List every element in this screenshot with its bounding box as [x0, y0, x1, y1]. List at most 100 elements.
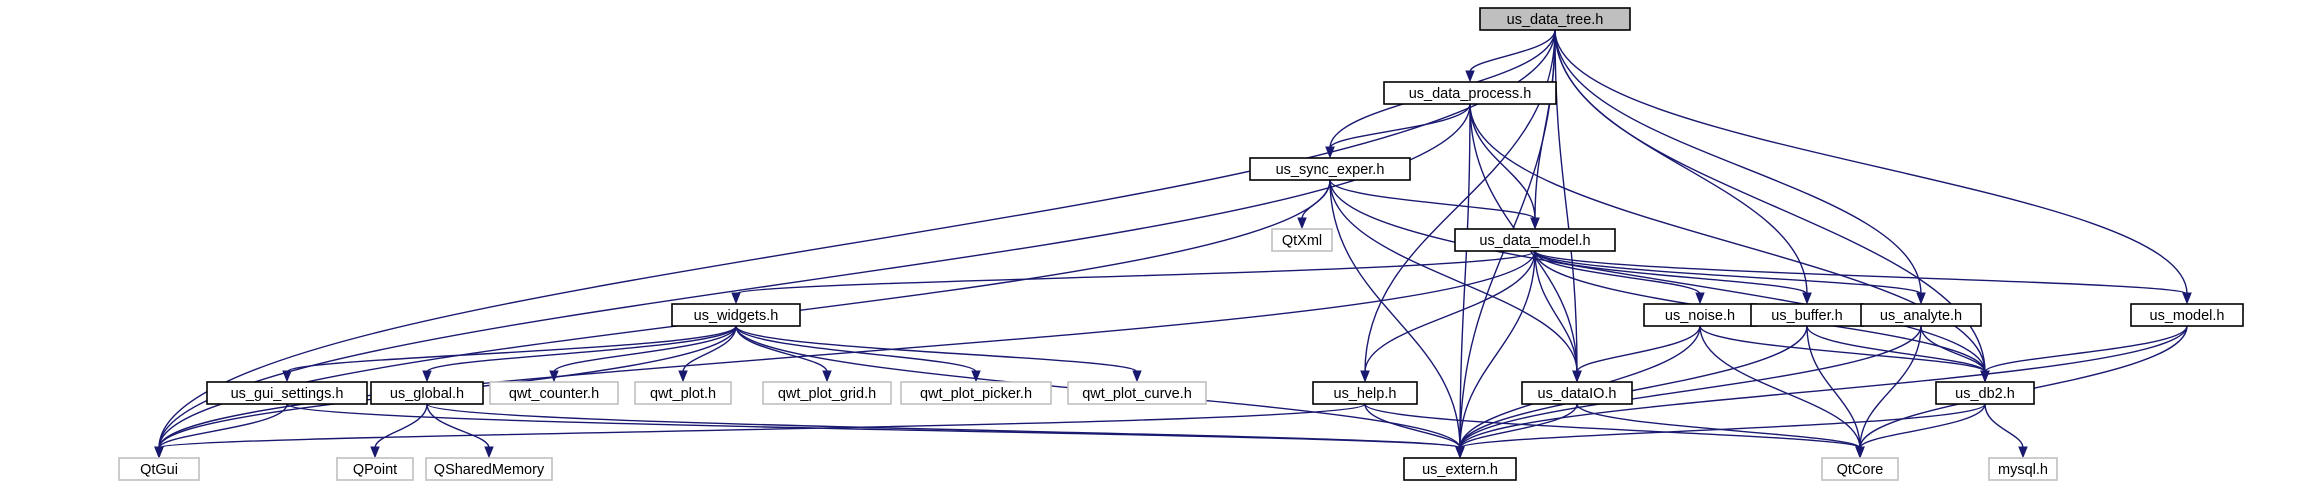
node-us-data-process-h[interactable]: us_data_process.h	[1383, 81, 1557, 105]
edge-us-data-tree-h-to-us-dataio-h	[1554, 29, 1582, 383]
node-us-data-model-h[interactable]: us_data_model.h	[1454, 228, 1616, 252]
node-qtgui: QtGui	[118, 457, 200, 481]
node-qtcore: QtCore	[1821, 457, 1899, 481]
arrowhead-icon	[484, 446, 494, 459]
edge-us-widgets-h-to-qwt-plot-h	[678, 325, 737, 383]
node-box	[370, 381, 484, 405]
arrowhead-icon	[1802, 292, 1812, 305]
arrowhead-icon	[1855, 446, 1865, 459]
edge-us-global-h-to-qsharedmemory	[426, 403, 494, 459]
edge-us-data-tree-h-to-us-model-h	[1554, 29, 2192, 305]
arrowhead-icon	[1360, 370, 1370, 383]
edge-us-noise-h-to-us-dataio-h	[1572, 325, 1701, 383]
edge-us-data-tree-h-to-us-db2-h	[1554, 29, 1990, 383]
node-box	[1249, 157, 1411, 181]
arrowhead-icon	[971, 370, 981, 383]
node-box	[1521, 381, 1633, 405]
edge-us-widgets-h-to-qwt-plot-curve-h	[735, 325, 1142, 383]
edge-us-data-model-h-to-us-help-h	[1360, 250, 1536, 383]
arrowhead-icon	[822, 370, 832, 383]
arrowhead-icon	[1530, 217, 1540, 230]
node-box	[1271, 228, 1333, 252]
node-label: us_global.h	[390, 386, 464, 402]
node-label: qwt_plot_picker.h	[920, 386, 1032, 402]
node-label: qwt_plot_grid.h	[778, 386, 876, 402]
node-us-sync-exper-h[interactable]: us_sync_exper.h	[1249, 157, 1411, 181]
edge-us-db2-h-to-qtcore	[1855, 403, 1986, 459]
edge-us-model-h-to-us-db2-h	[1980, 325, 2188, 383]
edge-us-data-model-h-to-us-buffer-h	[1534, 250, 1812, 305]
node-label: us_db2.h	[1955, 386, 2015, 402]
node-box	[1454, 228, 1616, 252]
node-box	[671, 303, 801, 327]
node-us-help-h[interactable]: us_help.h	[1312, 381, 1418, 405]
node-us-model-h[interactable]: us_model.h	[2130, 303, 2244, 327]
node-us-db2-h[interactable]: us_db2.h	[1935, 381, 2035, 405]
node-label: qwt_counter.h	[509, 386, 599, 402]
node-box	[1312, 381, 1418, 405]
node-qpoint: QPoint	[336, 457, 414, 481]
node-box	[762, 381, 892, 405]
arrowhead-icon	[2182, 292, 2192, 305]
node-label: us_dataIO.h	[1538, 386, 1617, 402]
node-box	[425, 457, 553, 481]
arrowhead-icon	[282, 370, 292, 383]
node-label: us_widgets.h	[694, 308, 779, 324]
node-us-analyte-h[interactable]: us_analyte.h	[1860, 303, 1982, 327]
node-label: QtXml	[1282, 233, 1322, 249]
node-box	[634, 381, 732, 405]
node-us-widgets-h[interactable]: us_widgets.h	[671, 303, 801, 327]
node-box	[118, 457, 200, 481]
arrowhead-icon	[1325, 146, 1335, 159]
node-label: us_sync_exper.h	[1276, 162, 1385, 178]
node-box	[206, 381, 368, 405]
node-label: mysql.h	[1998, 462, 2048, 478]
edge-us-db2-h-to-us-extern-h	[1455, 403, 1986, 459]
node-label: us_gui_settings.h	[231, 386, 344, 402]
node-us-extern-h[interactable]: us_extern.h	[1403, 457, 1517, 481]
arrowhead-icon	[1572, 370, 1582, 383]
edge-us-data-model-h-to-us-model-h	[1534, 250, 2192, 305]
arrowhead-icon	[1465, 70, 1475, 83]
node-label: us_extern.h	[1422, 462, 1498, 478]
node-label: us_help.h	[1334, 386, 1397, 402]
edge-us-data-process-h-to-us-sync-exper-h	[1325, 103, 1471, 159]
arrowhead-icon	[1132, 370, 1142, 383]
node-qwt-plot-grid-h: qwt_plot_grid.h	[762, 381, 892, 405]
edge-us-gui-settings-h-to-qtgui	[154, 403, 288, 459]
node-qwt-plot-picker-h: qwt_plot_picker.h	[900, 381, 1052, 405]
edge-us-sync-exper-h-to-qtxml	[1297, 179, 1331, 230]
node-us-dataio-h[interactable]: us_dataIO.h	[1521, 381, 1633, 405]
node-box	[1821, 457, 1899, 481]
node-box	[2130, 303, 2244, 327]
node-us-data-tree-h[interactable]: us_data_tree.h	[1479, 7, 1631, 31]
edge-us-sync-exper-h-to-us-dataio-h	[1329, 179, 1582, 383]
edge-us-dataio-h-to-qtcore	[1576, 403, 1865, 459]
node-box	[1935, 381, 2035, 405]
edge-us-widgets-h-to-us-gui-settings-h	[282, 325, 737, 383]
edge-us-gui-settings-h-to-us-extern-h	[286, 403, 1465, 459]
node-us-buffer-h[interactable]: us_buffer.h	[1750, 303, 1864, 327]
node-label: us_noise.h	[1665, 308, 1735, 324]
node-label: QtGui	[140, 462, 178, 478]
edge-us-global-h-to-qpoint	[370, 403, 428, 459]
node-box	[336, 457, 414, 481]
edge-us-data-tree-h-to-us-analyte-h	[1554, 29, 1926, 305]
node-label: us_model.h	[2150, 308, 2225, 324]
node-us-gui-settings-h[interactable]: us_gui_settings.h	[206, 381, 368, 405]
arrowhead-icon	[1980, 370, 1990, 383]
node-label: us_data_tree.h	[1507, 12, 1604, 28]
edge-us-db2-h-to-mysql-h	[1984, 403, 2028, 459]
node-qtxml: QtXml	[1271, 228, 1333, 252]
arrowhead-icon	[422, 370, 432, 383]
node-box	[1988, 457, 2058, 481]
node-label: QSharedMemory	[434, 462, 545, 478]
node-qsharedmemory: QSharedMemory	[425, 457, 553, 481]
node-label: QPoint	[353, 462, 397, 478]
node-label: qwt_plot_curve.h	[1082, 386, 1192, 402]
node-us-global-h[interactable]: us_global.h	[370, 381, 484, 405]
arrowhead-icon	[678, 370, 688, 383]
node-us-noise-h[interactable]: us_noise.h	[1643, 303, 1757, 327]
edge-us-widgets-h-to-qwt-counter-h	[549, 325, 737, 383]
arrowhead-icon	[1297, 217, 1307, 230]
